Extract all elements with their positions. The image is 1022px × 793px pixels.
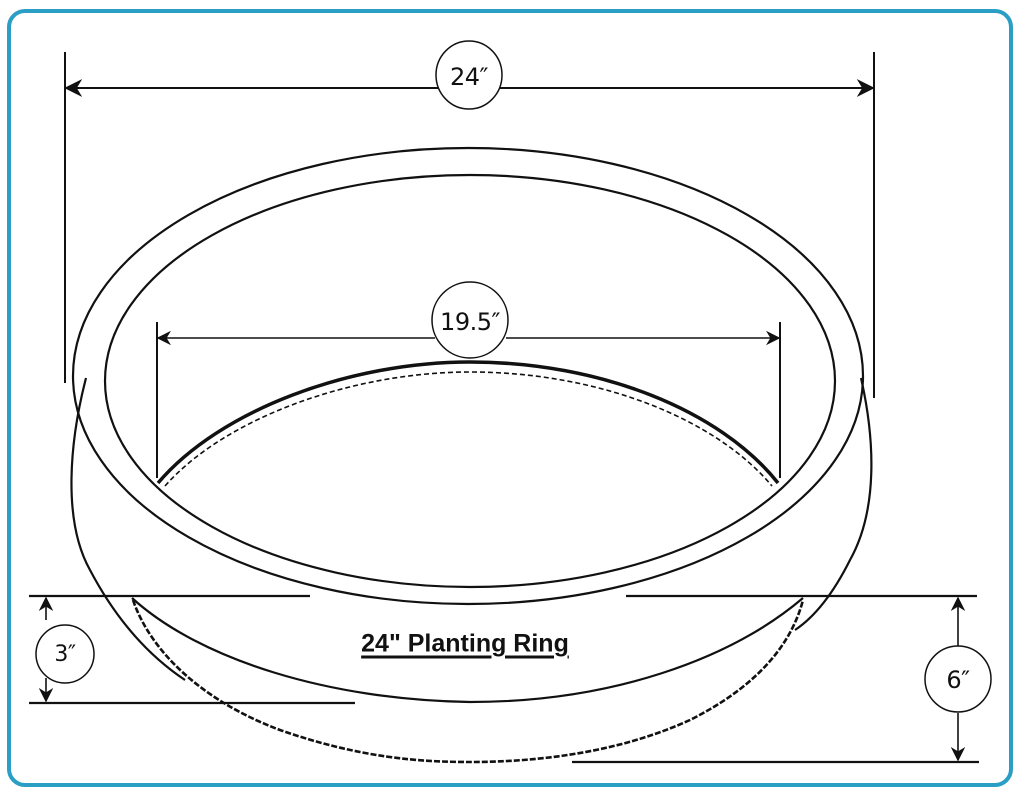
dim-inner-diameter bbox=[156, 281, 781, 478]
dim-total-height bbox=[572, 594, 992, 764]
dim-outer-diameter bbox=[64, 40, 875, 398]
diagram-title: 24" Planting Ring bbox=[361, 629, 569, 658]
left-wall bbox=[70, 377, 186, 681]
serrated-bottom-edge bbox=[131, 599, 805, 764]
inner-opening bbox=[156, 360, 780, 487]
total-height-label: 6″ bbox=[946, 666, 970, 694]
ring-body bbox=[70, 146, 873, 704]
rim-band-bottom bbox=[131, 597, 804, 704]
rim-outer-edge bbox=[71, 146, 865, 606]
diagram-frame bbox=[7, 9, 1013, 787]
dim-rim-height bbox=[29, 594, 355, 705]
right-wall bbox=[794, 377, 873, 631]
inner-diameter-label: 19.5″ bbox=[440, 308, 500, 336]
rim-height-label: 3″ bbox=[54, 642, 76, 667]
outer-diameter-label: 24″ bbox=[449, 63, 489, 91]
rim-inner-edge bbox=[103, 173, 837, 589]
